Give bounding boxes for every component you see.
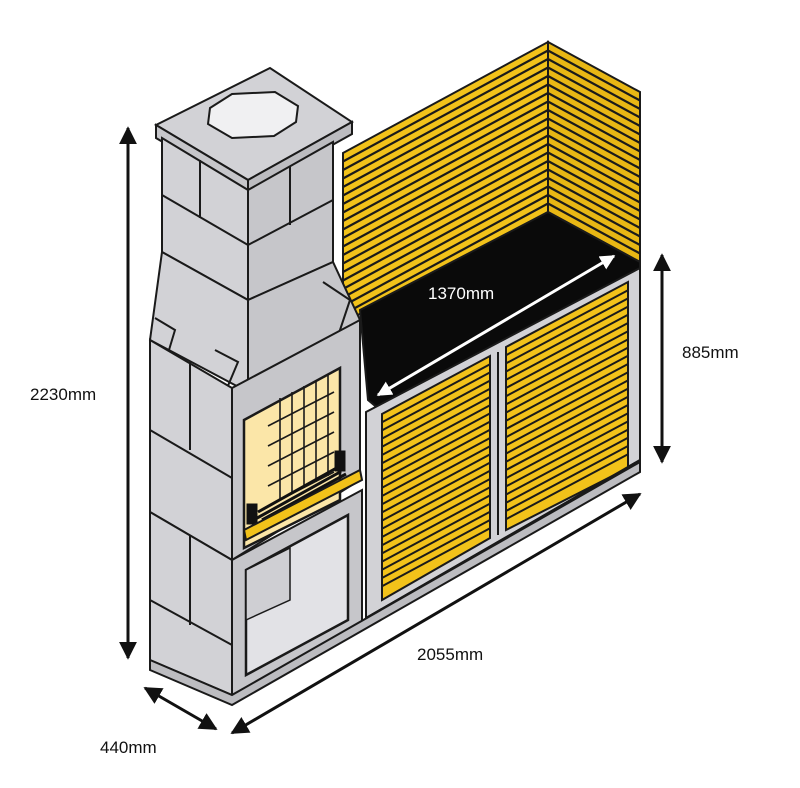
- worktop-length-label: 1370mm: [428, 284, 495, 303]
- depth-arrow: [143, 686, 218, 731]
- height-label: 2230mm: [30, 385, 97, 404]
- total-length-label: 2055mm: [417, 645, 484, 664]
- flue-opening: [206, 90, 300, 140]
- counter-height-label: 885mm: [682, 343, 739, 362]
- depth-label: 440mm: [100, 738, 157, 757]
- worktop-arrow: [376, 254, 616, 397]
- length-arrow: [230, 492, 642, 735]
